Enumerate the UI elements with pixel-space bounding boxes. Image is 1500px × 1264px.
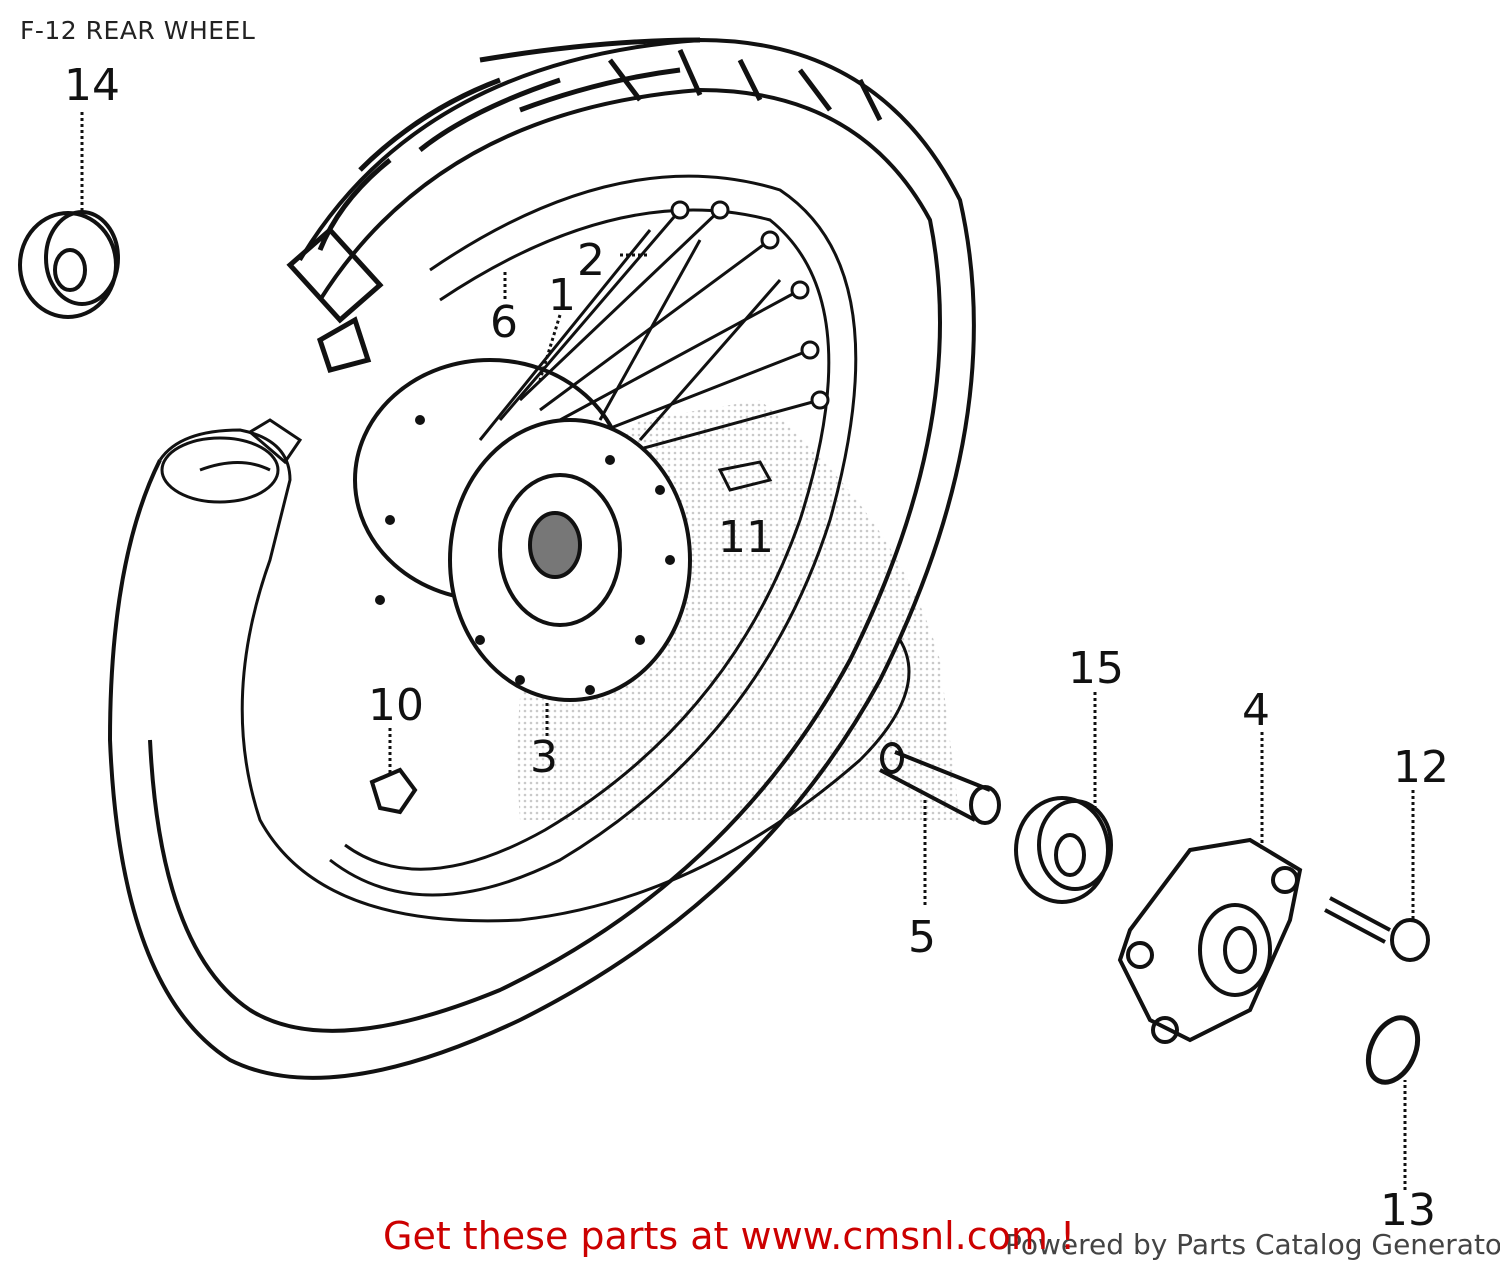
leader-lines	[80, 112, 1415, 1190]
callout-13: 13	[1380, 1185, 1436, 1236]
bearing-part-14	[18, 210, 120, 319]
rim-part	[329, 174, 858, 897]
tire-part	[107, 37, 976, 1080]
spokes-part	[478, 200, 830, 462]
callout-1: 1	[548, 270, 576, 321]
callout-3: 3	[530, 732, 558, 783]
tube-part	[158, 418, 911, 923]
o-ring-part-13	[1365, 1015, 1421, 1085]
bolt-part-12	[1324, 896, 1430, 962]
diagram-title: F-12 REAR WHEEL	[20, 16, 256, 45]
callout-10: 10	[368, 680, 424, 731]
footer-credit: Powered by Parts Catalog Generator	[1005, 1228, 1500, 1261]
callout-14: 14	[64, 60, 120, 111]
callout-11: 11	[718, 512, 774, 563]
rim-lock-part-10	[369, 767, 418, 815]
callout-12: 12	[1393, 742, 1449, 793]
callout-5: 5	[908, 912, 936, 963]
callout-4: 4	[1242, 685, 1270, 736]
collar-part-5	[879, 742, 1001, 825]
footer-cta-link[interactable]: Get these parts at www.cmsnl.com !	[383, 1214, 1076, 1258]
hub-part	[353, 358, 692, 702]
callout-6: 6	[490, 297, 518, 348]
callout-15: 15	[1068, 643, 1124, 694]
nut-part-11	[717, 460, 773, 492]
flange-part-4	[1117, 837, 1303, 1044]
callout-2: 2	[577, 235, 605, 286]
bearing-part-15	[1014, 796, 1113, 904]
